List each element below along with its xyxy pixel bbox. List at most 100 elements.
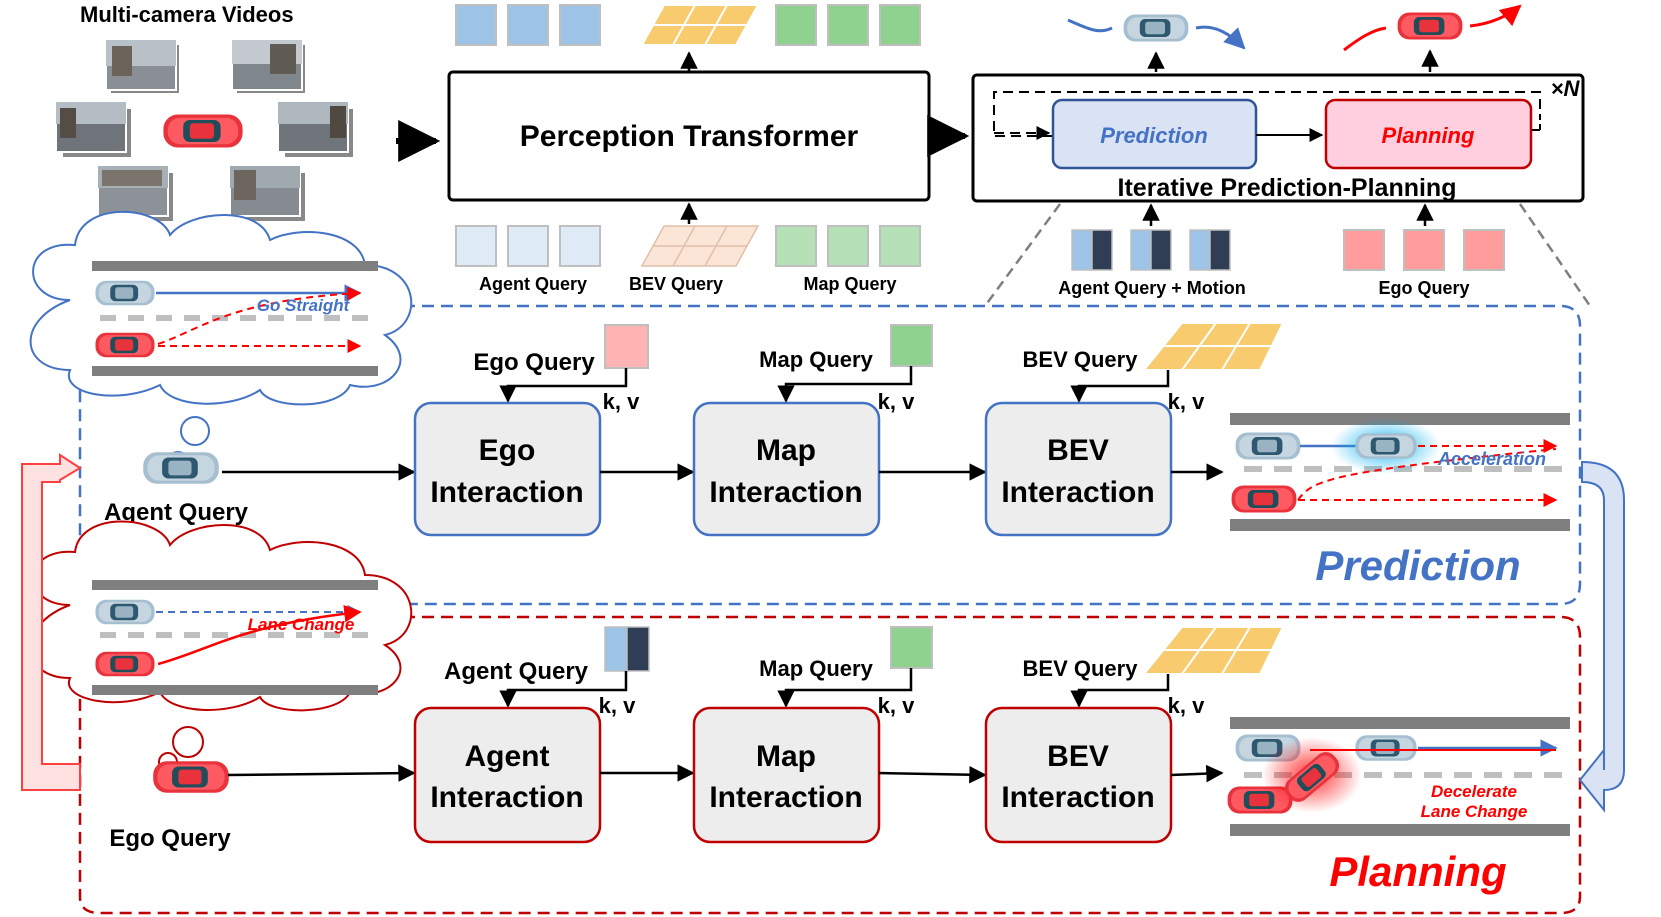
plan-bev-interaction-box (984, 706, 1173, 844)
perception-transformer-label: Perception Transformer (520, 120, 859, 153)
zoom-line-right (1518, 203, 1592, 307)
plan-map-to-bev-arrow (878, 765, 987, 784)
prediction-to-planning-feedback-arrow (1578, 460, 1625, 813)
input-bev-query-label: BEV Query (629, 274, 723, 294)
iterative-prediction-label: Prediction (1100, 123, 1208, 148)
input-agent-queries (455, 225, 601, 267)
plan-bev-query-label: BEV Query (1023, 656, 1139, 681)
agent-motion-queries (1071, 229, 1231, 271)
prediction-result-scene: Acceleration (1230, 413, 1570, 531)
plan-agent-query-label: Agent Query (444, 658, 589, 685)
plan-map-query-square (890, 626, 933, 669)
iterative-planning-box (1324, 98, 1533, 170)
pred-map-query-square (890, 324, 933, 367)
plan-kv-1: k, v (599, 693, 636, 718)
plan-bev-query-arrow (1070, 674, 1170, 708)
zoom-line-left (983, 203, 1062, 307)
ego-queries (1343, 229, 1505, 271)
plan-map-query-label: Map Query (759, 656, 873, 681)
planning-region-border (78, 615, 1582, 915)
plan-agent-query-square (604, 626, 650, 672)
go-straight-label: Go Straight (257, 296, 351, 315)
ego-query-label: Ego Query (1378, 278, 1469, 298)
agent-query-car-icon (143, 452, 219, 484)
pred-map-interaction-line2: Interaction (709, 476, 862, 509)
agent-interaction-box (413, 706, 602, 844)
acceleration-label: Acceleration (1437, 449, 1546, 469)
camera-back-right-thumbnail (229, 165, 307, 223)
iteration-loop-dashed-top (993, 91, 1541, 137)
agent-interaction-line2: Interaction (430, 781, 583, 814)
pred-ego-query-square (604, 324, 649, 369)
iterative-label: Iterative Prediction-Planning (1118, 174, 1457, 202)
planning-result-scene: Decelerate Lane Change (1227, 717, 1570, 836)
pred-kv-1: k, v (603, 389, 640, 414)
camera-front-left-thumbnail (105, 39, 181, 95)
pred-kv-3: k, v (1168, 389, 1205, 414)
pred-bev-interaction-line2: Interaction (1001, 476, 1154, 509)
pred-bev-interaction-line1: BEV (1047, 434, 1109, 467)
perception-output-agent-queries (455, 4, 601, 46)
planning-region-title: Planning (1329, 848, 1506, 895)
pred-map-interaction-box (692, 401, 881, 537)
camera-front-right-thumbnail (231, 39, 307, 95)
planning-traj-in (1343, 26, 1387, 52)
plan-bev-query-grid (1141, 626, 1285, 675)
plan-map-interaction-box (692, 706, 881, 844)
pred-bev-query-label: BEV Query (1023, 347, 1139, 372)
perception-output-bev-grid (640, 4, 760, 46)
pred-map-query-arrow (777, 366, 913, 403)
prediction-traj-in (1067, 18, 1113, 33)
ego-feedback-arrow (21, 453, 82, 791)
plan-agent-query-arrow (499, 671, 628, 708)
perception-output-map-queries (775, 4, 921, 46)
ego-query-car-icon (153, 761, 229, 793)
plan-bev-interaction-line1: BEV (1047, 740, 1109, 773)
input-map-query-label: Map Query (803, 274, 896, 294)
pred-map-interaction-line1: Map (756, 434, 816, 467)
agent-interaction-line1: Agent (465, 740, 550, 773)
pred-bev-query-arrow (1070, 370, 1170, 403)
thought-bubble-small-red (172, 726, 204, 758)
decelerate-label: Decelerate (1431, 782, 1517, 801)
plan-map-interaction-line1: Map (756, 740, 816, 773)
ego-interaction-line1: Ego (479, 434, 536, 467)
go-straight-thought-cloud: Go Straight (29, 210, 413, 406)
videos-title: Multi-camera Videos (80, 2, 294, 27)
plan-map-query-arrow (777, 668, 913, 708)
input-map-queries (775, 225, 921, 267)
plan-map-interaction-line2: Interaction (709, 781, 862, 814)
planned-ego-car-icon (1397, 12, 1463, 40)
plan-kv-3: k, v (1168, 693, 1205, 718)
thought-bubble-small (180, 416, 210, 446)
agent-motion-label: Agent Query + Motion (1058, 278, 1246, 298)
lane-change-result-label: Lane Change (1421, 802, 1528, 821)
plan-kv-2: k, v (878, 693, 915, 718)
pred-bev-query-grid (1141, 322, 1285, 371)
pred-map-query-label: Map Query (759, 347, 873, 372)
camera-right-thumbnail (277, 101, 355, 159)
lane-change-label: Lane Change (248, 615, 355, 634)
lane-change-thought-cloud: Lane Change (29, 520, 413, 712)
input-bev-grid (640, 225, 760, 267)
camera-thumbnails (55, 39, 355, 223)
iterative-planning-label: Planning (1382, 123, 1475, 148)
pred-ego-query-label: Ego Query (473, 349, 595, 376)
plan-ego-to-agent-arrow (227, 764, 416, 782)
ego-vehicle-icon (163, 114, 243, 148)
prediction-traj-out (1195, 25, 1246, 50)
pred-ego-query-arrow (499, 368, 628, 403)
pred-kv-2: k, v (878, 389, 915, 414)
ego-interaction-box (413, 401, 602, 537)
iteration-repeat-label: ×N (1551, 76, 1581, 101)
ego-interaction-line2: Interaction (430, 476, 583, 509)
planning-traj-out (1469, 4, 1522, 28)
pred-bev-interaction-box (984, 401, 1173, 537)
input-agent-query-label: Agent Query (479, 274, 587, 294)
plan-bev-interaction-line2: Interaction (1001, 781, 1154, 814)
plan-bev-to-result-arrow (1170, 764, 1224, 783)
prediction-region-title: Prediction (1315, 542, 1520, 589)
predicted-agent-car-icon (1123, 14, 1189, 42)
